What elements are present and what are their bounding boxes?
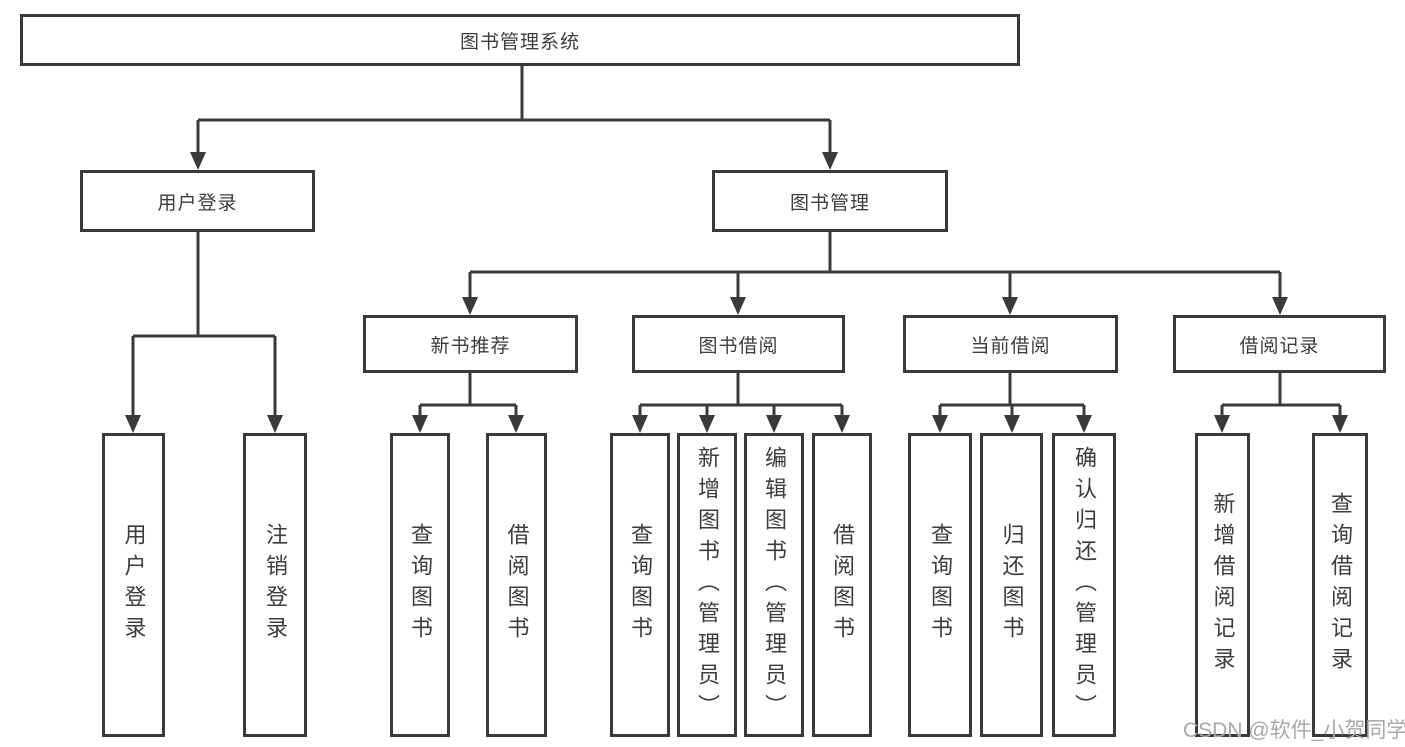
leaf-record-add-label: 新增借阅记录 [1210, 492, 1236, 678]
node-user-login-label: 用户登录 [157, 192, 238, 214]
leaf-newbooks-borrow: 借阅图书 [486, 433, 547, 737]
leaf-record-query: 查询借阅记录 [1312, 433, 1368, 737]
node-new-books: 新书推荐 [363, 315, 578, 373]
node-root-label: 图书管理系统 [459, 31, 580, 53]
leaf-newbooks-query: 查询图书 [390, 433, 450, 737]
leaf-borrow-book-label: 借阅图书 [830, 523, 855, 647]
leaf-borrow-edit-admin: 编辑图书（管理员） [744, 433, 804, 737]
node-current-borrow: 当前借阅 [903, 315, 1118, 373]
node-user-login: 用户登录 [80, 170, 315, 232]
node-book-borrow-label: 图书借阅 [698, 335, 779, 357]
leaf-borrow-edit-admin-label: 编辑图书（管理员） [762, 445, 787, 725]
leaf-current-confirm-admin: 确认归还（管理员） [1052, 433, 1116, 737]
leaf-current-confirm-admin-label: 确认归还（管理员） [1072, 445, 1097, 725]
leaf-borrow-query: 查询图书 [610, 433, 670, 737]
node-borrow-records: 借阅记录 [1173, 315, 1386, 373]
leaf-logout: 注销登录 [243, 433, 307, 737]
leaf-borrow-book: 借阅图书 [812, 433, 872, 737]
leaf-logout-label: 注销登录 [263, 523, 288, 647]
node-borrow-records-label: 借阅记录 [1239, 335, 1320, 357]
node-book-management-label: 图书管理 [789, 192, 870, 214]
leaf-newbooks-borrow-label: 借阅图书 [504, 523, 530, 647]
node-new-books-label: 新书推荐 [430, 335, 511, 357]
leaf-current-return: 归还图书 [980, 433, 1043, 737]
csdn-watermark: CSDN @软件_小贺同学 [1183, 719, 1405, 742]
leaf-record-add: 新增借阅记录 [1195, 433, 1250, 737]
leaf-borrow-query-label: 查询图书 [628, 523, 653, 647]
leaf-current-query-label: 查询图书 [928, 523, 953, 647]
leaf-current-query: 查询图书 [908, 433, 972, 737]
node-book-management: 图书管理 [712, 170, 948, 232]
node-current-borrow-label: 当前借阅 [970, 335, 1051, 357]
leaf-user-login: 用户登录 [102, 433, 165, 737]
leaf-record-query-label: 查询借阅记录 [1328, 492, 1353, 678]
leaf-user-login-label: 用户登录 [121, 523, 147, 647]
leaf-borrow-add-admin-label: 新增图书（管理员） [695, 445, 720, 725]
leaf-newbooks-query-label: 查询图书 [408, 523, 433, 647]
leaf-borrow-add-admin: 新增图书（管理员） [677, 433, 737, 737]
leaf-current-return-label: 归还图书 [999, 523, 1025, 647]
node-book-borrow: 图书借阅 [632, 315, 845, 373]
node-root-system: 图书管理系统 [20, 14, 1020, 66]
